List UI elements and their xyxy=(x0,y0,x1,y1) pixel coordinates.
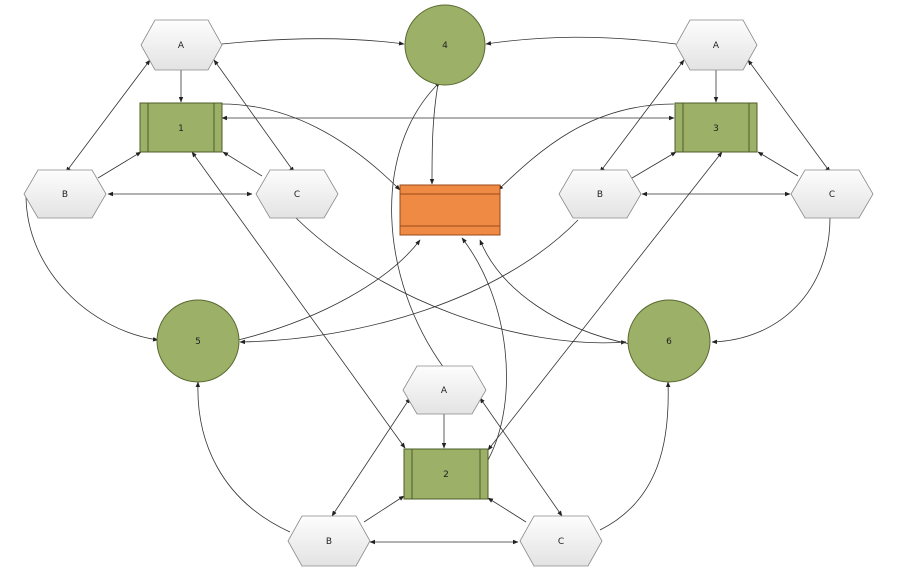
edge-c1-c6 xyxy=(295,217,627,345)
central-hub-node xyxy=(399,184,501,236)
edge-a2-b2 xyxy=(331,397,411,517)
process-label-1: 1 xyxy=(178,124,184,134)
edge-b2-c5 xyxy=(195,381,291,533)
process-label-3: 3 xyxy=(713,124,719,134)
hex-label-a-top-right: A xyxy=(713,41,720,51)
circle-label-6: 6 xyxy=(666,337,672,347)
circle-label-5: 5 xyxy=(195,337,201,347)
hex-node-b-bottom: B xyxy=(287,515,371,567)
edge-b3-p3 xyxy=(631,151,677,179)
hex-label-c-top-right: C xyxy=(829,190,835,200)
edge-a1-c4 xyxy=(221,38,405,46)
hex-node-a-top-left: A xyxy=(140,19,223,71)
edge-a3-c4 xyxy=(485,36,677,46)
process-node-1: 1 xyxy=(139,102,223,153)
circle-node-4: 4 xyxy=(404,4,486,86)
edge-c1-p1 xyxy=(222,151,263,177)
hex-node-b-top-left: B xyxy=(23,169,107,219)
hex-node-c-top-left: C xyxy=(255,169,339,219)
hex-node-c-top-right: C xyxy=(790,169,874,219)
edge-c3-c6 xyxy=(711,217,831,345)
process-node-3: 3 xyxy=(674,102,758,153)
process-label-2: 2 xyxy=(443,470,449,480)
hex-node-a-top-right: A xyxy=(675,19,758,71)
edge-c5-hub xyxy=(237,239,421,341)
edge-c2-c6 xyxy=(599,381,671,531)
circle-label-4: 4 xyxy=(442,41,448,51)
edge-a2-c4 xyxy=(391,81,445,369)
edge-a1-c1 xyxy=(213,59,295,173)
edge-a3-b3 xyxy=(599,59,685,173)
edge-c4-hub xyxy=(429,83,439,185)
edge-b1-p1 xyxy=(97,151,142,179)
edge-c6-hub xyxy=(479,239,631,345)
edges xyxy=(25,36,831,545)
edge-p2-p3 xyxy=(487,151,723,451)
hex-label-c-bottom: C xyxy=(558,537,564,547)
circle-node-6: 6 xyxy=(627,299,711,383)
hex-label-a-top-left: A xyxy=(178,41,185,51)
hex-label-a-bottom: A xyxy=(441,386,448,396)
edge-a3-c3 xyxy=(747,59,831,173)
edge-b1-c5 xyxy=(25,194,159,342)
edge-b2-p2 xyxy=(363,495,405,523)
hex-label-b-bottom: B xyxy=(326,537,332,547)
hex-label-b-top-right: B xyxy=(597,190,603,200)
hex-node-a-bottom: A xyxy=(402,365,487,415)
edge-a2-c2 xyxy=(479,397,563,517)
process-node-2: 2 xyxy=(403,448,489,500)
hex-node-c-bottom: C xyxy=(519,515,603,567)
circle-node-5: 5 xyxy=(156,299,240,383)
edge-a1-b1 xyxy=(65,59,151,173)
hex-label-c-top-left: C xyxy=(294,190,300,200)
edge-c2-p2 xyxy=(487,497,527,523)
hex-label-b-top-left: B xyxy=(62,190,68,200)
edge-c3-p3 xyxy=(757,151,799,177)
hex-node-b-top-right: B xyxy=(558,169,642,219)
